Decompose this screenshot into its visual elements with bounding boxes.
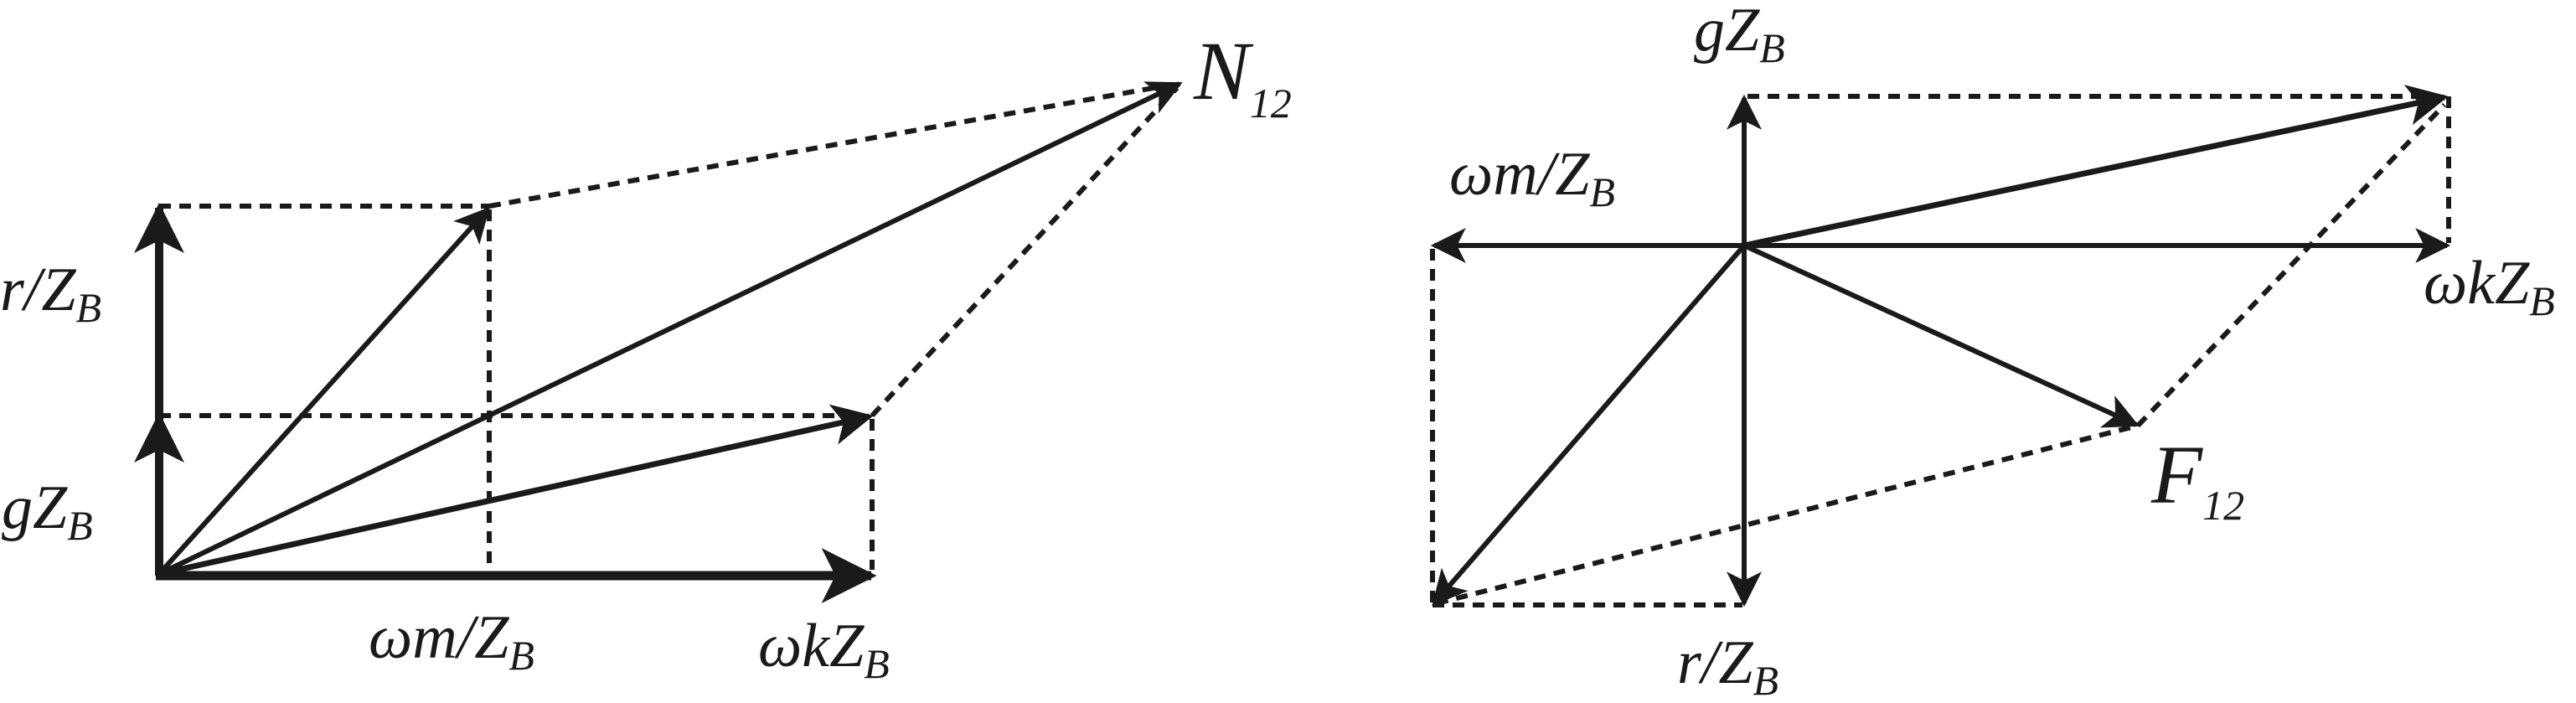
f12-resultant-arrow xyxy=(1742,243,2140,428)
left-phasor-diagram: N12 r/ZB gZB ωm/ZB ωkZB xyxy=(0,24,1292,687)
r-zb-label: r/ZB xyxy=(1677,628,1778,703)
omega-k-zb-label: ωkZB xyxy=(758,612,890,687)
admittance-vector-arrow xyxy=(1432,244,1747,607)
f12-label: F12 xyxy=(2150,428,2244,529)
impedance-vector-arrow xyxy=(158,404,874,577)
dashed-line xyxy=(1436,423,2139,606)
admittance-vector-arrow xyxy=(157,206,490,576)
n12-resultant-arrow xyxy=(157,81,1183,576)
right-phasor-diagram: gZB ωm/ZB ωkZB F12 r/ZB xyxy=(1430,0,2555,703)
dashed-line xyxy=(870,85,1180,418)
dashed-line xyxy=(488,81,1178,209)
n12-label: N12 xyxy=(1193,24,1292,127)
omega-k-zb-label: ωkZB xyxy=(2424,249,2555,324)
omega-m-zb-label: ωm/ZB xyxy=(369,603,534,679)
omega-m-zb-label: ωm/ZB xyxy=(1449,140,1615,215)
r-zb-label: r/ZB xyxy=(0,256,101,331)
g-zb-label: gZB xyxy=(2,473,93,549)
impedance-vector-arrow xyxy=(1743,85,2449,249)
dashed-line xyxy=(2135,102,2447,428)
g-zb-label: gZB xyxy=(1694,0,1785,71)
